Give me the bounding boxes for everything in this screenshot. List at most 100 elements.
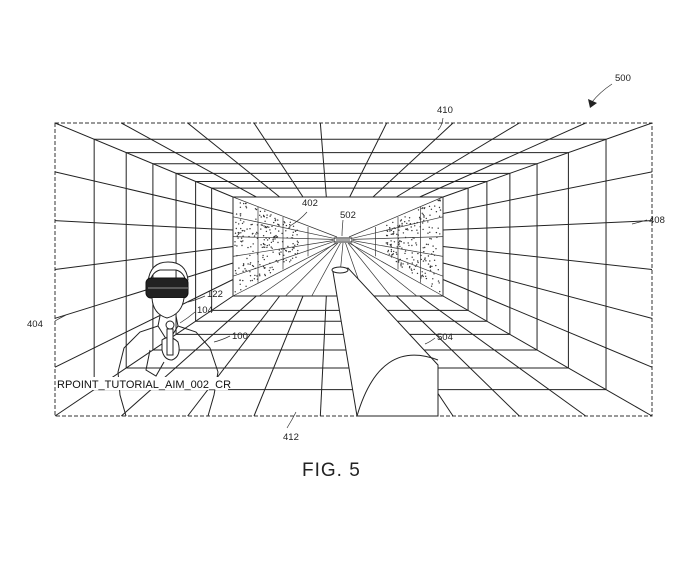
speckle: [416, 229, 418, 231]
speckle: [410, 226, 412, 228]
speckle: [406, 222, 408, 225]
speckle: [411, 269, 413, 272]
speckle: [281, 241, 284, 243]
grid-line: [442, 262, 653, 319]
speckle: [389, 244, 391, 246]
label-hmd: 122: [207, 289, 223, 300]
speckle: [291, 249, 294, 251]
speckle: [253, 278, 256, 280]
speckle: [264, 220, 266, 222]
speckle: [277, 241, 279, 244]
speckle: [434, 205, 436, 207]
speckle: [249, 262, 252, 264]
speckle: [431, 265, 433, 268]
speckle: [256, 231, 258, 234]
speckle: [234, 291, 236, 293]
speckle: [242, 270, 244, 272]
label-far-wall: 402: [302, 198, 318, 209]
speckle: [390, 250, 393, 253]
speckle: [266, 214, 268, 216]
grid-line: [54, 122, 234, 198]
speckle: [253, 235, 256, 237]
speckle: [435, 248, 437, 250]
speckle: [275, 234, 277, 237]
grid-line: [442, 171, 653, 214]
grid-line: [121, 122, 257, 198]
speckle: [400, 263, 402, 266]
speckle: [289, 261, 291, 263]
speckle: [270, 241, 273, 244]
speckle: [289, 221, 291, 223]
speckle: [239, 206, 242, 208]
speckle: [274, 228, 277, 230]
speckle: [395, 251, 397, 254]
leader-lines: [54, 83, 648, 429]
speckle: [273, 221, 275, 224]
target-502: [333, 237, 353, 243]
speckle: [402, 232, 405, 234]
speckle: [248, 235, 250, 238]
grid-line: [253, 295, 304, 417]
speckle: [413, 237, 415, 239]
speckle: [239, 213, 241, 215]
speckle: [293, 247, 295, 249]
speckle: [386, 242, 389, 244]
speckle: [429, 269, 432, 271]
speckle: [417, 252, 419, 255]
speckle: [264, 274, 266, 277]
speckle: [262, 242, 265, 245]
speckle: [275, 236, 277, 238]
speckle: [433, 259, 436, 261]
speckle: [399, 224, 401, 227]
speckle: [242, 235, 244, 237]
overlay-text-bg: [56, 377, 228, 390]
speckle: [412, 237, 414, 239]
speckle: [437, 280, 440, 282]
grid-line: [187, 122, 280, 198]
speckle: [408, 244, 410, 247]
grid-line: [54, 262, 234, 319]
speckle: [404, 252, 406, 255]
speckle: [399, 245, 401, 248]
speckle: [240, 289, 242, 291]
grid-line: [442, 220, 653, 231]
grid-line: [350, 242, 417, 297]
speckle: [388, 253, 390, 255]
speckle: [405, 228, 408, 231]
speckle: [272, 238, 274, 241]
speckle: [400, 240, 402, 243]
speckle: [243, 230, 246, 232]
speckle: [395, 260, 398, 263]
speckle: [265, 226, 268, 229]
grid-line: [419, 295, 586, 417]
label-right-wall: 408: [649, 215, 665, 226]
speckle: [403, 242, 405, 244]
speckle: [240, 237, 243, 239]
speckle: [387, 251, 389, 253]
speckle: [272, 268, 274, 271]
speckle: [268, 244, 270, 246]
speckle: [278, 224, 280, 226]
speckle: [256, 237, 259, 240]
speckle: [386, 243, 389, 245]
speckle: [290, 259, 292, 261]
grid-line: [54, 171, 234, 214]
speckle: [270, 214, 272, 216]
speckle: [397, 234, 399, 236]
speckle: [427, 221, 429, 223]
speckle: [425, 260, 427, 262]
speckle: [397, 225, 399, 227]
speckle: [393, 250, 395, 253]
speckle: [408, 220, 410, 222]
speckle: [410, 268, 412, 270]
speckle: [292, 231, 294, 233]
speckle: [252, 250, 254, 253]
speckle: [245, 205, 247, 208]
grid-line: [348, 196, 444, 238]
grid-line: [349, 122, 388, 198]
speckle: [239, 219, 242, 221]
speckle: [431, 227, 433, 229]
speckle: [249, 254, 251, 257]
speckle: [435, 264, 437, 267]
speckle: [292, 234, 294, 236]
